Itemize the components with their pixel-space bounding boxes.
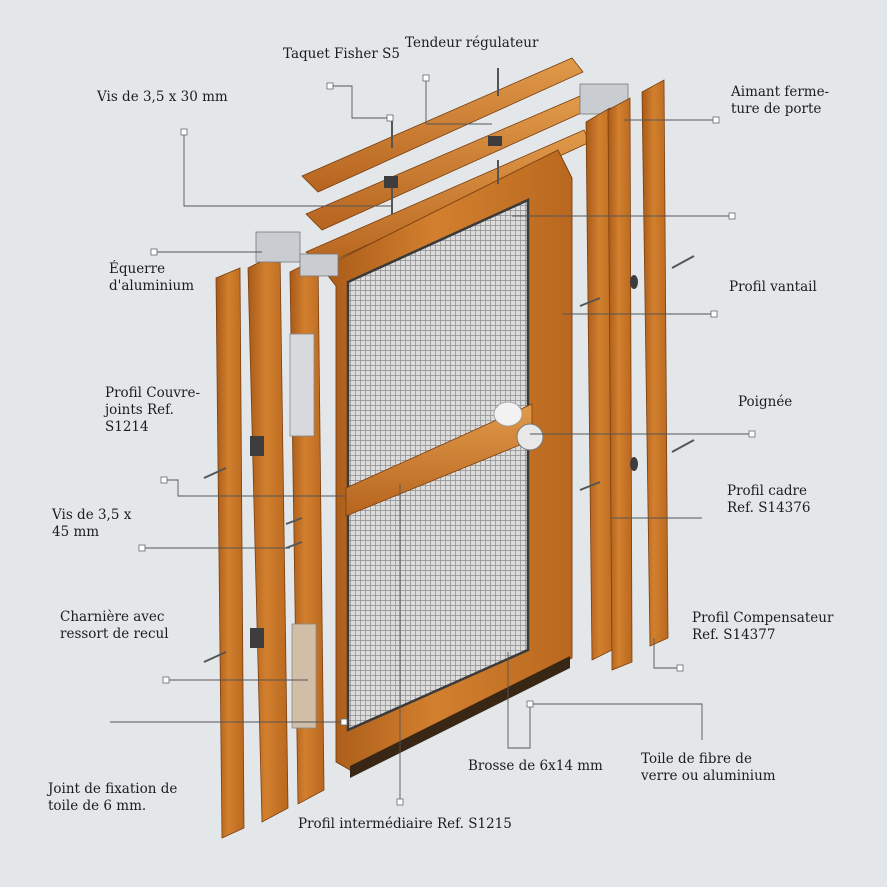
label-vis-30mm: Vis de 3,5 x 30 mm <box>97 89 228 105</box>
hinge-lower <box>291 623 317 729</box>
corner-bracket-left-2 <box>299 253 339 277</box>
label-charniere: Charnière avec ressort de recul <box>60 609 169 642</box>
right-profile-frame-2 <box>607 97 633 671</box>
handle-knob <box>516 423 544 451</box>
hinge-upper <box>289 333 315 437</box>
label-equerre: Équerre d'aluminium <box>109 261 195 294</box>
label-profil-intermediaire: Profil intermédiaire Ref. S1215 <box>298 816 512 832</box>
label-brosse: Brosse de 6x14 mm <box>468 758 603 774</box>
leader-tips <box>138 74 756 806</box>
corner-bracket-left <box>255 231 301 263</box>
bottom-brush <box>350 656 570 778</box>
label-poignee: Poignée <box>738 394 793 410</box>
right-profile-compensator <box>641 79 669 647</box>
label-profil-vantail: Profil vantail <box>729 279 817 295</box>
fisher-anchors <box>250 136 638 648</box>
label-compensateur: Profil Compensateur Ref. S14377 <box>692 610 834 643</box>
label-profil-cadre: Profil cadre Ref. S14376 <box>727 483 811 516</box>
leader-lines <box>110 78 752 802</box>
left-profile-middle <box>247 251 289 823</box>
label-couvre-joints: Profil Couvre- joints Ref. S1214 <box>105 385 201 435</box>
label-joint-fixation: Joint de fixation de toile de 6 mm. <box>48 781 178 814</box>
label-toile: Toile de fibre de verre ou aluminium <box>641 751 776 784</box>
screws <box>203 68 695 663</box>
label-aimant: Aimant ferme- ture de porte <box>731 84 830 117</box>
handle-plate <box>493 401 523 427</box>
label-taquet-fisher: Taquet Fisher S5 <box>283 46 400 62</box>
top-rail-outer <box>301 57 584 193</box>
label-vis-45mm: Vis de 3,5 x 45 mm <box>52 507 132 540</box>
left-profile-outer <box>215 267 245 839</box>
label-tendeur-regulateur: Tendeur régulateur <box>405 35 539 51</box>
